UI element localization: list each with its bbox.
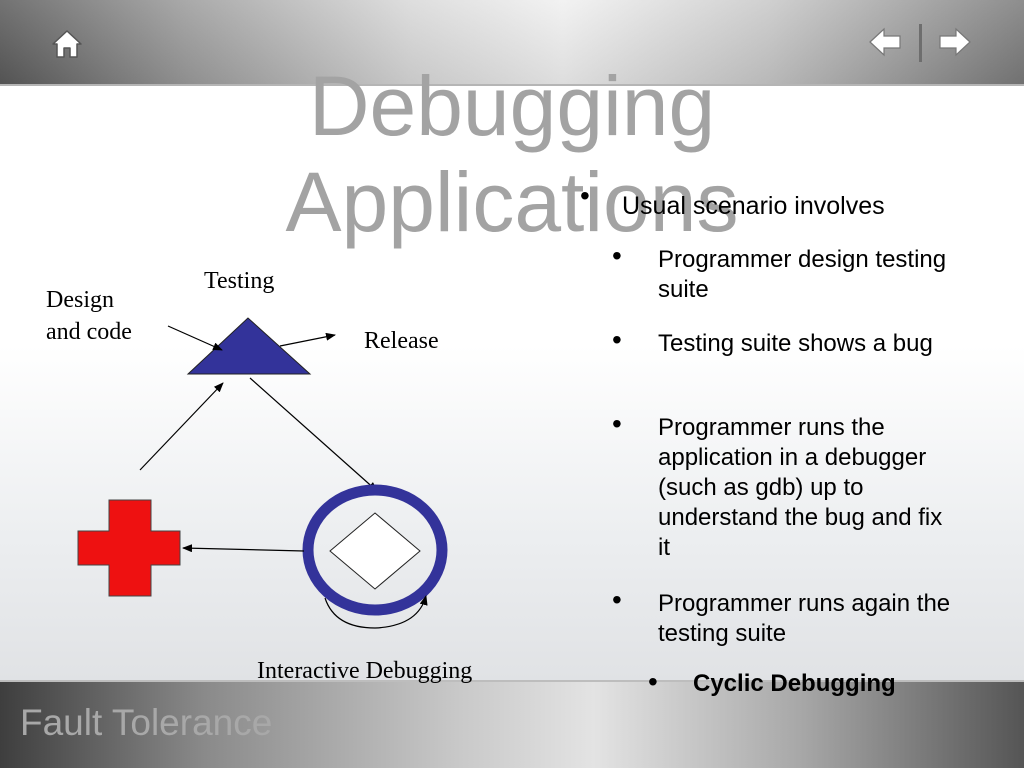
- top-toolbar: [0, 0, 1024, 86]
- bullet-dot-icon: •: [612, 324, 622, 355]
- debugger-ring: [302, 484, 448, 616]
- list-item-text: Programmer runs again the testing suite: [658, 590, 951, 647]
- footer-title: Fault Tolerance: [20, 702, 273, 743]
- bullet-dot-icon: •: [580, 180, 590, 211]
- label-release: Release: [364, 328, 439, 354]
- nav-divider: [919, 24, 922, 62]
- fix-cross-icon: [77, 499, 181, 597]
- list-item-text: Programmer design testing suite: [658, 246, 947, 303]
- label-design: Design: [46, 287, 114, 313]
- title-line-2: Applications: [285, 155, 739, 249]
- debug-loop-arrow: [324, 595, 428, 629]
- bullet-dot-icon: •: [612, 240, 622, 271]
- list-item-text: Testing suite shows a bug: [658, 330, 933, 357]
- bullet-dot-icon: •: [612, 408, 622, 439]
- slide-title: Debugging Applications: [250, 58, 774, 250]
- arrow-testing-to-debugger: [249, 377, 378, 492]
- bottom-bar: [0, 680, 1024, 768]
- arrow-testing-to-release: [279, 332, 336, 347]
- home-icon[interactable]: [51, 28, 83, 60]
- label-interactive-debugging: Interactive Debugging: [257, 658, 473, 684]
- main-bullet-text: Usual scenario involves: [622, 192, 885, 220]
- arrow-left-icon[interactable]: [868, 27, 902, 57]
- label-and-code: and code: [46, 319, 132, 345]
- arrow-fix-to-testing: [139, 382, 224, 471]
- title-line-1: Debugging: [308, 59, 716, 153]
- label-testing: Testing: [204, 268, 275, 294]
- arrow-debugger-to-fix: [182, 544, 305, 553]
- testing-triangle: [186, 317, 312, 375]
- bullet-dot-icon: •: [648, 666, 658, 697]
- arrow-design-to-testing: [167, 325, 223, 351]
- list-item-text: Programmer runs the application in a deb…: [658, 414, 943, 561]
- arrow-right-icon[interactable]: [938, 27, 972, 57]
- bullet-dot-icon: •: [612, 584, 622, 615]
- debugger-diamond: [329, 512, 421, 590]
- final-bullet-text: Cyclic Debugging: [693, 670, 896, 697]
